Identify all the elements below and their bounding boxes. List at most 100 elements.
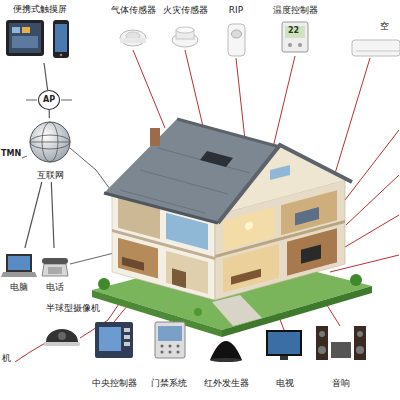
device-node: 红外发生器 bbox=[200, 318, 252, 390]
red-wire bbox=[15, 50, 399, 362]
access-control-icon bbox=[169, 345, 172, 348]
device-label: 互联网 bbox=[37, 170, 64, 181]
infrared-emitter-icon bbox=[210, 341, 242, 360]
desk-phone-icon bbox=[42, 258, 68, 276]
house bbox=[172, 268, 186, 288]
central-controller-icon bbox=[95, 322, 133, 358]
access-control-icon bbox=[155, 322, 185, 358]
device-label: RIP bbox=[229, 5, 243, 16]
infrared-emitter-icon bbox=[210, 341, 242, 362]
speaker-icon bbox=[316, 326, 366, 360]
house bbox=[104, 119, 280, 223]
desk-phone-icon bbox=[48, 267, 62, 274]
lawn bbox=[98, 278, 110, 290]
device-node: 空 bbox=[372, 20, 396, 38]
device-label: 半球型摄像机 bbox=[46, 303, 100, 314]
television-icon bbox=[266, 330, 302, 356]
device-node: 音响 bbox=[312, 318, 370, 390]
central-controller-icon bbox=[99, 327, 121, 351]
house bbox=[245, 221, 253, 231]
house bbox=[218, 145, 352, 223]
lawn bbox=[350, 274, 362, 286]
house bbox=[104, 193, 218, 223]
device-node: 电话 bbox=[38, 248, 72, 294]
ap-ring bbox=[26, 100, 37, 101]
access-point-circle: AP bbox=[38, 90, 60, 110]
house bbox=[270, 165, 290, 180]
house bbox=[104, 119, 352, 300]
grey-wire bbox=[22, 148, 118, 264]
desk-phone-icon bbox=[42, 258, 68, 264]
laptop-icon bbox=[1, 272, 37, 277]
house bbox=[122, 257, 144, 271]
central-controller-icon bbox=[95, 322, 133, 358]
dome-camera-icon bbox=[44, 329, 80, 346]
device-node: 半球型摄像机 bbox=[40, 302, 106, 348]
device-node: 电视 bbox=[264, 318, 306, 390]
laptop-icon bbox=[1, 254, 37, 277]
laptop-icon bbox=[6, 254, 32, 272]
air-conditioner-icon bbox=[352, 40, 400, 56]
label-slot: TMN bbox=[1, 150, 21, 159]
sensor-node: 火灾传感器 bbox=[160, 4, 211, 50]
device-label: 便携式触摸屏 bbox=[13, 4, 67, 15]
device-node: 门禁系统 bbox=[146, 318, 192, 390]
lawn bbox=[212, 295, 262, 326]
speaker-icon bbox=[356, 346, 364, 354]
house bbox=[177, 119, 280, 147]
display-reading: 22 bbox=[288, 27, 299, 36]
thermostat-icon bbox=[298, 43, 302, 47]
ap-ring bbox=[61, 100, 72, 101]
central-controller-icon bbox=[124, 335, 130, 339]
device-label: 红外发生器 bbox=[204, 378, 249, 389]
access-control-icon bbox=[161, 345, 164, 348]
house bbox=[166, 251, 208, 294]
red-wire bbox=[236, 58, 245, 140]
network-link bbox=[25, 182, 42, 248]
globe-icon bbox=[30, 135, 70, 149]
speaker-icon bbox=[318, 346, 326, 354]
device-label: 门禁系统 bbox=[151, 378, 187, 389]
mobile-phone-icon bbox=[53, 20, 69, 58]
globe-icon bbox=[30, 142, 70, 143]
infrared-emitter-icon bbox=[210, 358, 242, 362]
label-slot: 机 bbox=[2, 354, 11, 364]
red-wire bbox=[15, 342, 47, 362]
device-label: 中央控制器 bbox=[92, 378, 137, 389]
network-link bbox=[51, 182, 54, 248]
device-label: 空 bbox=[380, 21, 389, 32]
tablet-icon bbox=[22, 27, 30, 33]
red-wire bbox=[133, 50, 165, 128]
access-control-icon bbox=[177, 345, 180, 348]
access-control-icon bbox=[161, 351, 164, 354]
device-label: 音响 bbox=[332, 378, 350, 389]
speaker-icon bbox=[316, 326, 328, 360]
dome-camera-icon bbox=[58, 332, 66, 340]
device-label: 机 bbox=[2, 354, 11, 364]
red-wire bbox=[330, 58, 370, 190]
tablet-icon bbox=[12, 27, 20, 33]
tablet-icon bbox=[6, 20, 44, 56]
grey-wire bbox=[70, 252, 118, 264]
pir-sensor-icon bbox=[228, 24, 245, 56]
red-wire bbox=[340, 215, 399, 250]
speaker-icon bbox=[357, 331, 363, 337]
dome-camera-icon bbox=[44, 342, 80, 346]
device-label: 电视 bbox=[276, 378, 294, 389]
speaker-icon bbox=[354, 326, 366, 360]
house bbox=[200, 151, 233, 167]
fire-sensor-icon bbox=[176, 27, 194, 33]
access-control-icon bbox=[177, 351, 180, 354]
device-label: 气体传感器 bbox=[111, 5, 156, 16]
device-node: 中央控制器 bbox=[88, 318, 140, 390]
television-icon bbox=[266, 330, 302, 360]
house bbox=[295, 207, 319, 225]
access-control-icon bbox=[155, 322, 185, 358]
central-controller-icon bbox=[124, 328, 130, 332]
gas-sensor-icon bbox=[120, 30, 146, 46]
network-link bbox=[49, 110, 50, 118]
